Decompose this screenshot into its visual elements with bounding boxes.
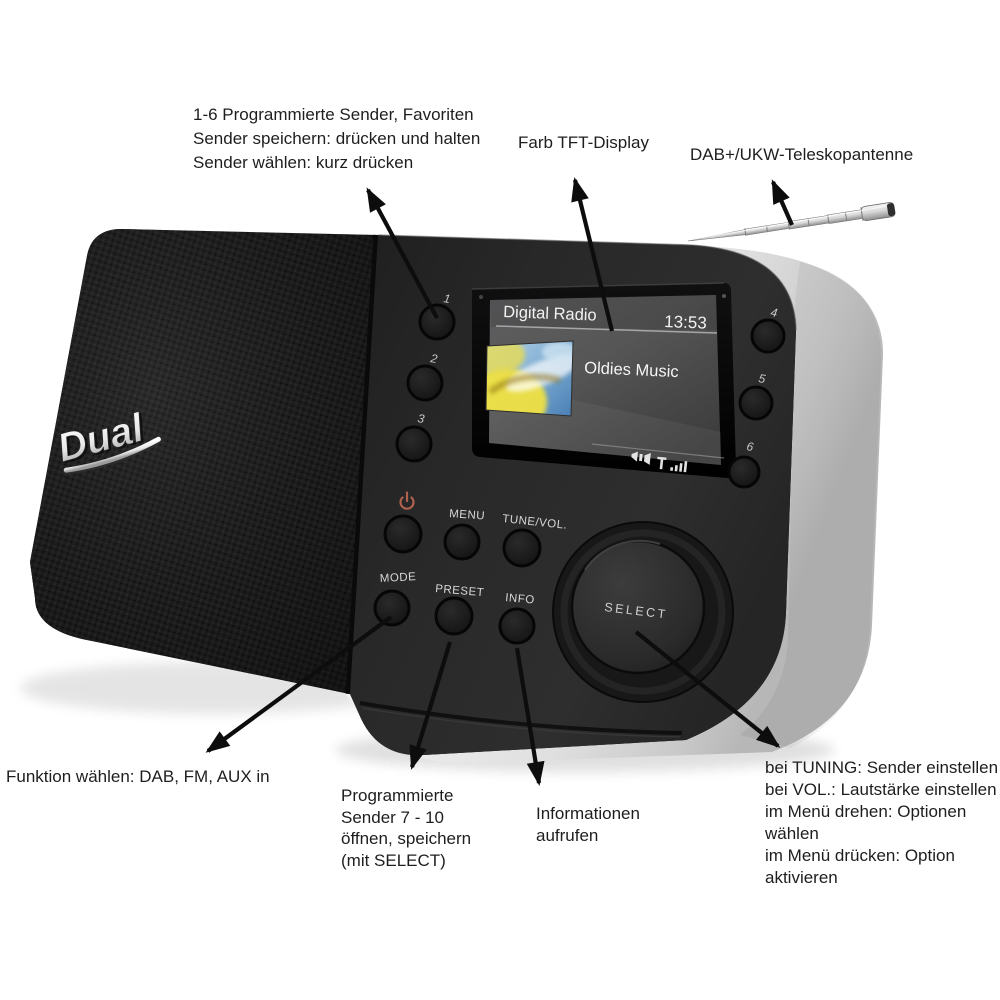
arrow-preset-1 xyxy=(366,187,439,319)
cabinet-edge-shade xyxy=(740,262,882,748)
preset-menu-button[interactable] xyxy=(434,596,474,636)
signal-strength-icon xyxy=(657,456,688,473)
preset-button-label: PRESET xyxy=(435,583,485,599)
power-button[interactable] xyxy=(383,514,423,554)
select-knob[interactable]: SELECT xyxy=(552,521,734,703)
annotation-mode: Funktion wählen: DAB, FM, AUX in xyxy=(6,767,270,786)
tune-vol-button[interactable] xyxy=(502,528,542,568)
arrow-preset-7-10 xyxy=(409,641,453,770)
screen-header-divider xyxy=(495,325,718,334)
screen-station-name: Oldies Music xyxy=(584,359,679,381)
menu-button[interactable] xyxy=(443,523,481,561)
arrow-display xyxy=(571,177,615,332)
arrow-mode xyxy=(205,615,393,753)
preset-button-4[interactable] xyxy=(750,318,786,354)
preset-label-5: 5 xyxy=(757,371,766,386)
preset-button-5[interactable] xyxy=(738,385,774,421)
preset-label-2: 2 xyxy=(428,351,438,366)
arrow-info xyxy=(514,647,545,786)
power-icon xyxy=(399,491,415,510)
annotation-preset-7-10: Programmierte Sender 7 - 10 öffnen, spei… xyxy=(341,786,472,870)
album-art xyxy=(485,340,574,417)
arrow-antenna xyxy=(771,179,794,226)
preset-button-3[interactable] xyxy=(395,425,433,463)
annotation-preset-1-6: 1-6 Programmierte Sender, Favoriten Send… xyxy=(193,105,481,172)
screen xyxy=(489,295,721,465)
preset-label-3: 3 xyxy=(416,411,425,426)
screen-source-label: Digital Radio xyxy=(503,303,597,325)
panel-top-highlight xyxy=(377,234,797,331)
info-button-label: INFO xyxy=(505,592,535,607)
annotation-info: Informationen aufrufen xyxy=(536,804,640,845)
speaker-icon xyxy=(631,451,651,465)
telescopic-antenna[interactable] xyxy=(687,202,896,248)
screen-status-icons xyxy=(631,451,688,473)
annotation-select-knob: bei TUNING: Sender einstellen bei VOL.: … xyxy=(765,758,999,887)
screen-header-strip xyxy=(490,295,717,330)
info-button[interactable] xyxy=(498,607,536,645)
panel-bottom-groove-highlight xyxy=(361,707,681,738)
preset-button-1[interactable] xyxy=(418,303,456,341)
preset-label-6: 6 xyxy=(745,439,754,454)
panel-bottom-groove xyxy=(359,701,683,735)
mode-button[interactable] xyxy=(373,589,411,627)
annotation-antenna: DAB+/UKW-Teleskopantenne xyxy=(690,145,914,164)
preset-button-labels: 1 2 3 4 5 6 xyxy=(416,291,778,454)
preset-buttons xyxy=(395,303,786,489)
preset-label-1: 1 xyxy=(442,291,451,306)
arrow-select xyxy=(634,630,781,748)
preset-button-6[interactable] xyxy=(727,455,761,489)
menu-button-label: MENU xyxy=(449,508,486,522)
tft-display: Digital Radio 13:53 Oldies Music xyxy=(471,282,736,478)
mode-button-label: MODE xyxy=(380,571,417,585)
preset-button-2[interactable] xyxy=(406,364,444,402)
preset-label-4: 4 xyxy=(769,305,778,320)
screen-footer-divider xyxy=(591,443,725,459)
annotation-display: Farb TFT-Display xyxy=(518,133,649,152)
screen-time: 13:53 xyxy=(664,312,707,333)
annotation-arrows xyxy=(205,177,794,786)
